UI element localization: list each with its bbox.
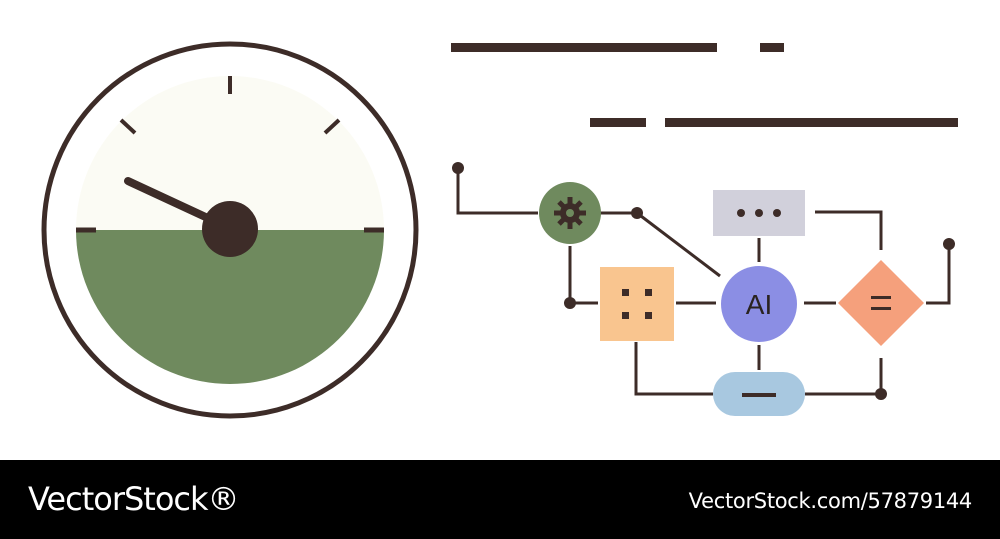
text-bar [760, 43, 784, 52]
brand-logo: VectorStock® [28, 480, 240, 518]
illustration: AI [41, 41, 958, 419]
connector-dot [875, 388, 887, 400]
ai-node-circle [721, 266, 797, 342]
gear-node [539, 182, 601, 244]
gauge-tick [119, 118, 137, 135]
four-dots-icon [622, 289, 652, 319]
dots-node [713, 190, 805, 236]
minus-node [713, 372, 805, 416]
text-bar [665, 118, 958, 127]
text-bar [590, 118, 646, 127]
stock-id: VectorStock.com/57879144 [688, 489, 973, 513]
watermark-footer: VectorStock® VectorStock.com/57879144 [0, 460, 1000, 539]
ai-node: AI [721, 266, 797, 342]
equals-node-diamond [838, 260, 924, 346]
gauge-fill [76, 230, 384, 384]
connector-dot [452, 162, 464, 174]
text-bar [451, 43, 717, 52]
gauge-icon [41, 41, 419, 419]
minus-icon [742, 393, 776, 397]
gauge-needle-icon [124, 177, 216, 224]
flow-connectors [456, 168, 951, 396]
gauge-tick [323, 118, 341, 135]
ai-label: AI [746, 289, 772, 320]
equals-node [838, 260, 924, 346]
gauge-hub [202, 201, 258, 257]
grid-node [600, 267, 674, 341]
connector-dot [943, 238, 955, 250]
grid-node-box [600, 267, 674, 341]
connector-dots [452, 162, 955, 400]
text-placeholder-lines [451, 43, 958, 127]
dots-icon [737, 209, 781, 217]
connector-dot [564, 297, 576, 309]
equals-icon [871, 296, 891, 310]
connector-dot [631, 207, 643, 219]
